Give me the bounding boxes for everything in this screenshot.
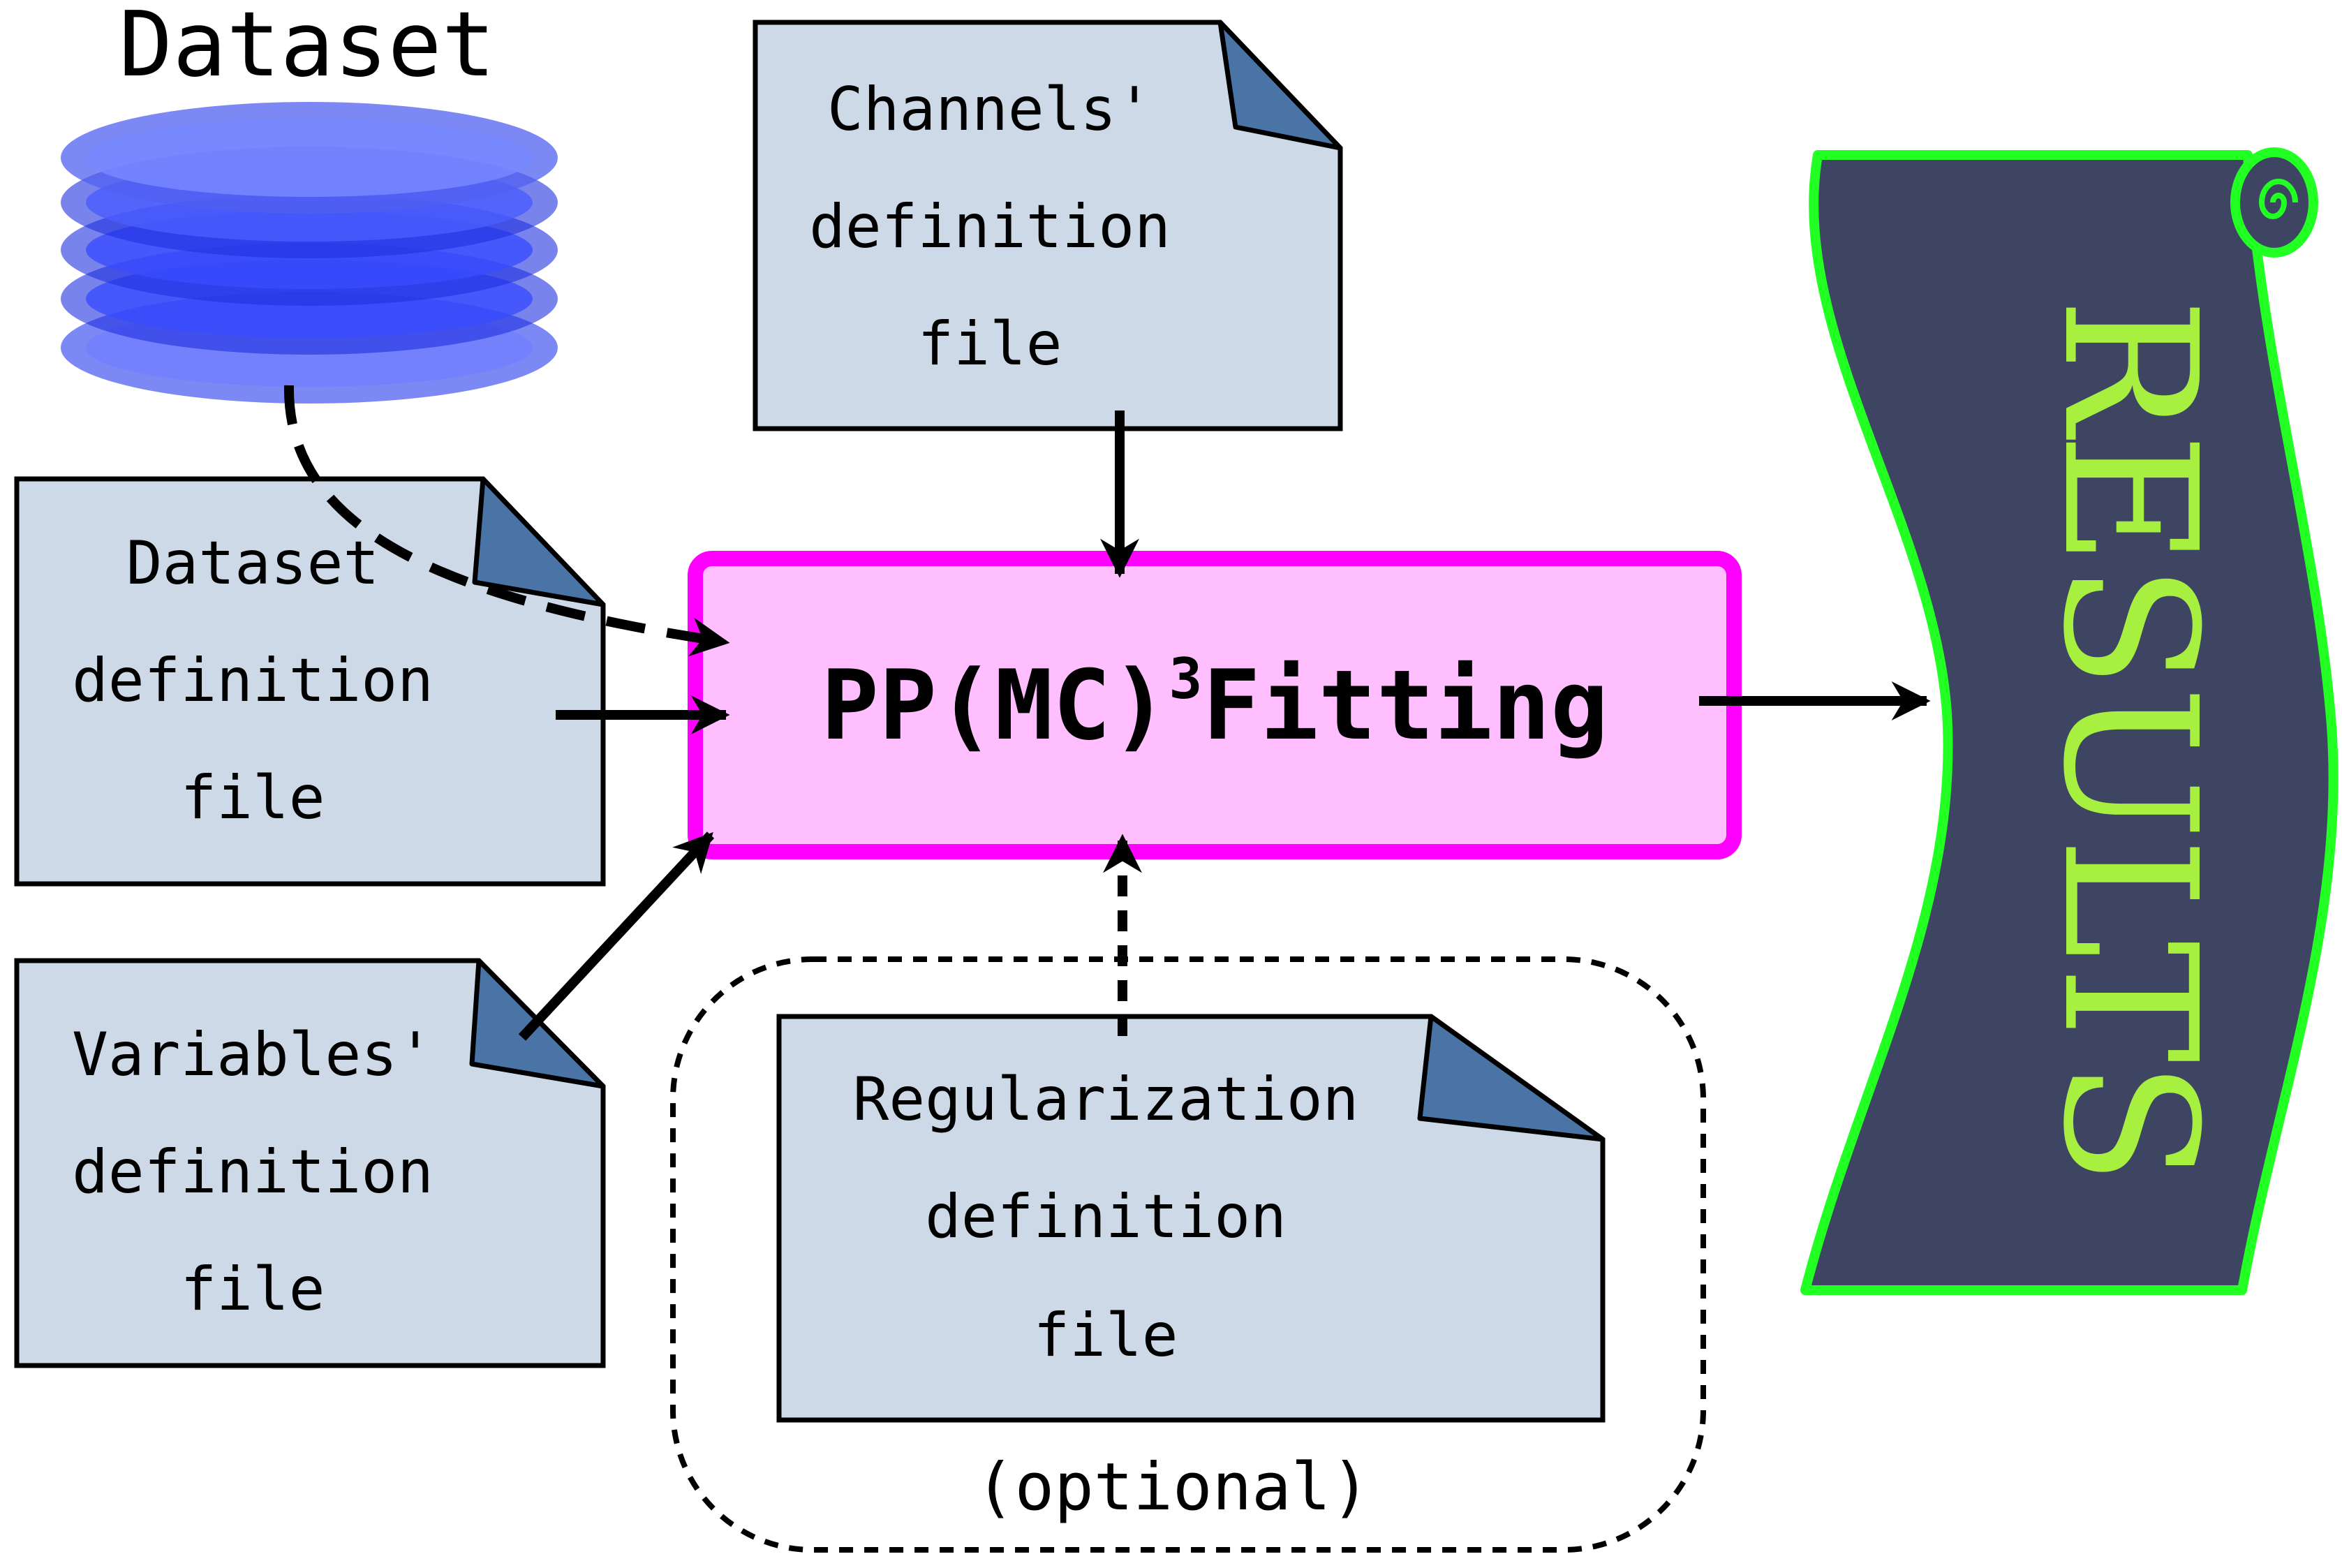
database-icon (61, 102, 558, 404)
dataset-doc-line-2: definition (72, 646, 433, 716)
variables-doc-line-1: Variables' (72, 1020, 433, 1090)
variables-definition-doc: Variables' definition file (14, 958, 606, 1368)
fitting-label-suffix: Fitting (1203, 649, 1609, 762)
regularization-doc-line-1: Regularization (853, 1065, 1359, 1134)
arrow-dataset-to-fitting (283, 385, 730, 657)
regularization-doc-line-3: file (1033, 1301, 1178, 1370)
dataset-title: Dataset (119, 0, 495, 97)
channels-doc-line-3: file (917, 309, 1062, 379)
scroll-curl-icon (2230, 147, 2318, 258)
regularization-definition-doc: Regularization definition file (776, 1014, 1606, 1423)
optional-label: (optional) (975, 1449, 1370, 1525)
fitting-box: PP(MC)3Fitting (688, 551, 1742, 859)
dataset-definition-doc: Dataset definition file (14, 476, 606, 887)
optional-container (670, 956, 1706, 1553)
connector-arrows (283, 385, 1931, 1041)
fitting-label-superscript: 3 (1169, 646, 1202, 711)
dataset-doc-line-3: file (180, 763, 325, 833)
arrow-variables-to-fitting (518, 831, 715, 1041)
variables-doc-line-2: definition (72, 1137, 433, 1207)
dataset-doc-line-1: Dataset (126, 528, 379, 598)
variables-doc-line-3: file (180, 1255, 325, 1324)
channels-doc-line-2: definition (809, 192, 1171, 262)
fitting-label: PP(MC)3Fitting (821, 646, 1608, 762)
channels-doc-line-1: Channels' (827, 75, 1153, 145)
results-label: RESULTS (2023, 297, 2236, 1183)
regularization-doc-line-2: definition (925, 1182, 1287, 1252)
results-scroll: RESULTS (1800, 147, 2339, 1295)
fitting-label-prefix: PP(MC) (821, 649, 1169, 762)
channels-definition-doc: Channels' definition file (753, 20, 1343, 431)
